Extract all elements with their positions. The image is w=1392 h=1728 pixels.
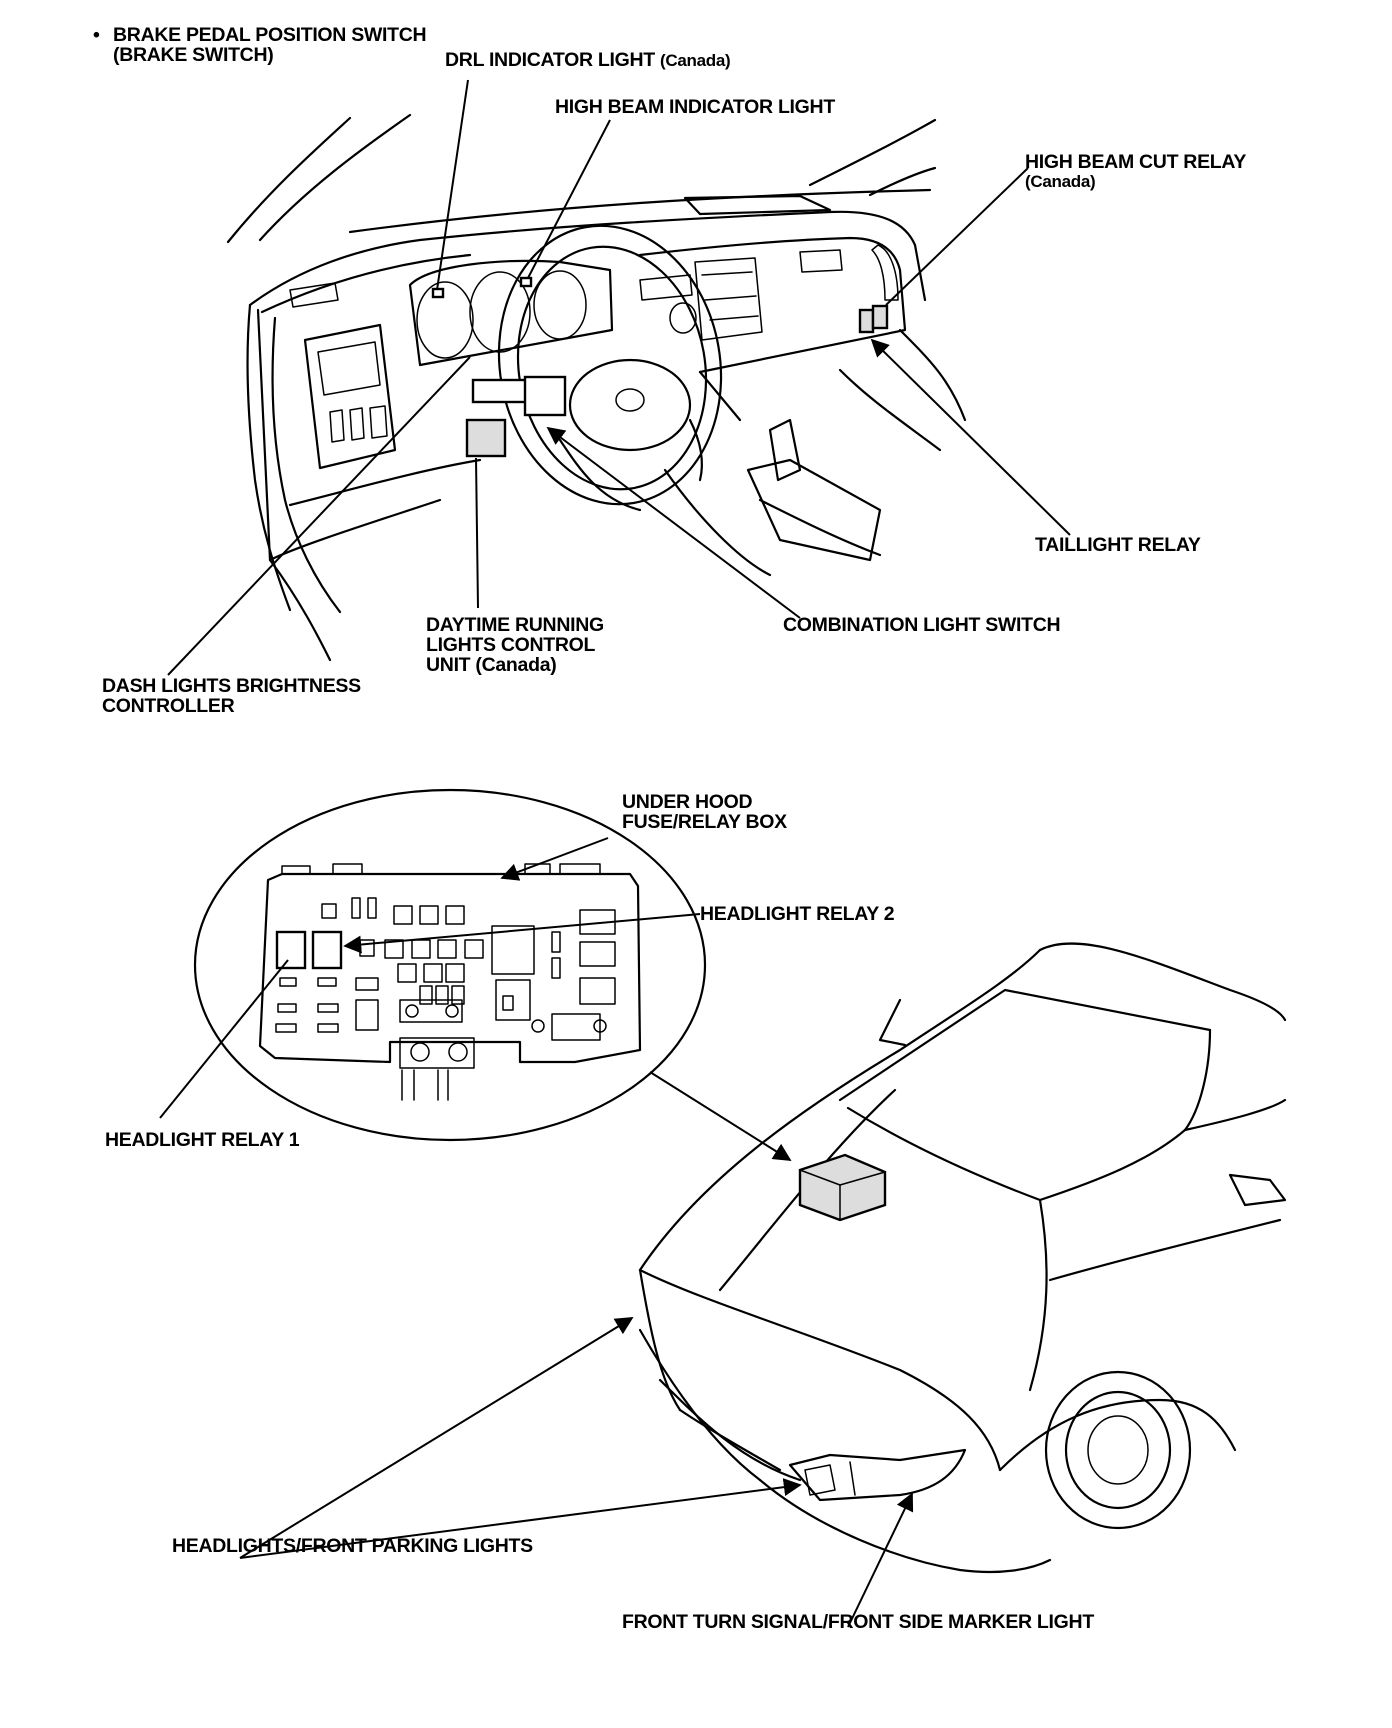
car-illustration	[638, 942, 1287, 1574]
taillight-relay-label: TAILLIGHT RELAY	[1035, 534, 1201, 556]
high-beam-cut-relay-line-2: (Canada)	[1025, 172, 1096, 191]
brake-switch-line-1: BRAKE PEDAL POSITION SWITCH	[113, 24, 427, 46]
dash-lights-controller-line-2: CONTROLLER	[102, 695, 235, 717]
front-turn-signal-label: FRONT TURN SIGNAL/FRONT SIDE MARKER LIGH…	[622, 1611, 1094, 1633]
brake-switch-label: • BRAKE PEDAL POSITION SWITCH (BRAKE SWI…	[93, 24, 427, 66]
drl-control-unit-line-3: UNIT (Canada)	[426, 654, 557, 676]
high-beam-indicator-label: HIGH BEAM INDICATOR LIGHT	[555, 96, 835, 118]
dashboard-illustration	[226, 113, 967, 662]
headlights-label: HEADLIGHTS/FRONT PARKING LIGHTS	[172, 1535, 533, 1557]
car-leader-lines	[159, 837, 914, 1628]
drl-control-unit-line-2: LIGHTS CONTROL	[426, 634, 596, 656]
headlight-relay-2-label: HEADLIGHT RELAY 2	[700, 903, 895, 925]
high-beam-cut-relay-line-1: HIGH BEAM CUT RELAY	[1025, 151, 1247, 173]
high-beam-cut-relay-label: HIGH BEAM CUT RELAY (Canada)	[1025, 152, 1246, 192]
drl-indicator-text: DRL INDICATOR LIGHT	[445, 49, 655, 71]
under-hood-box-line-1: UNDER HOOD	[622, 791, 753, 813]
dashboard-leader-lines	[167, 79, 1071, 676]
headlight-relay-1-label: HEADLIGHT RELAY 1	[105, 1129, 300, 1151]
drl-control-unit-label: DAYTIME RUNNING LIGHTS CONTROL UNIT (Can…	[426, 615, 604, 675]
drl-indicator-note: (Canada)	[660, 51, 731, 70]
under-hood-box-line-2: FUSE/RELAY BOX	[622, 811, 787, 833]
bullet: •	[93, 24, 100, 46]
fuse-relay-box-detail	[193, 788, 707, 1142]
under-hood-box-label: UNDER HOOD FUSE/RELAY BOX	[622, 792, 787, 832]
drl-control-unit-line-1: DAYTIME RUNNING	[426, 614, 604, 636]
combination-light-switch-label: COMBINATION LIGHT SWITCH	[783, 614, 1061, 636]
dash-lights-controller-label: DASH LIGHTS BRIGHTNESS CONTROLLER	[102, 676, 361, 716]
dash-lights-controller-line-1: DASH LIGHTS BRIGHTNESS	[102, 675, 361, 697]
drl-indicator-label: DRL INDICATOR LIGHT (Canada)	[445, 49, 731, 71]
brake-switch-line-2: (BRAKE SWITCH)	[113, 44, 274, 66]
